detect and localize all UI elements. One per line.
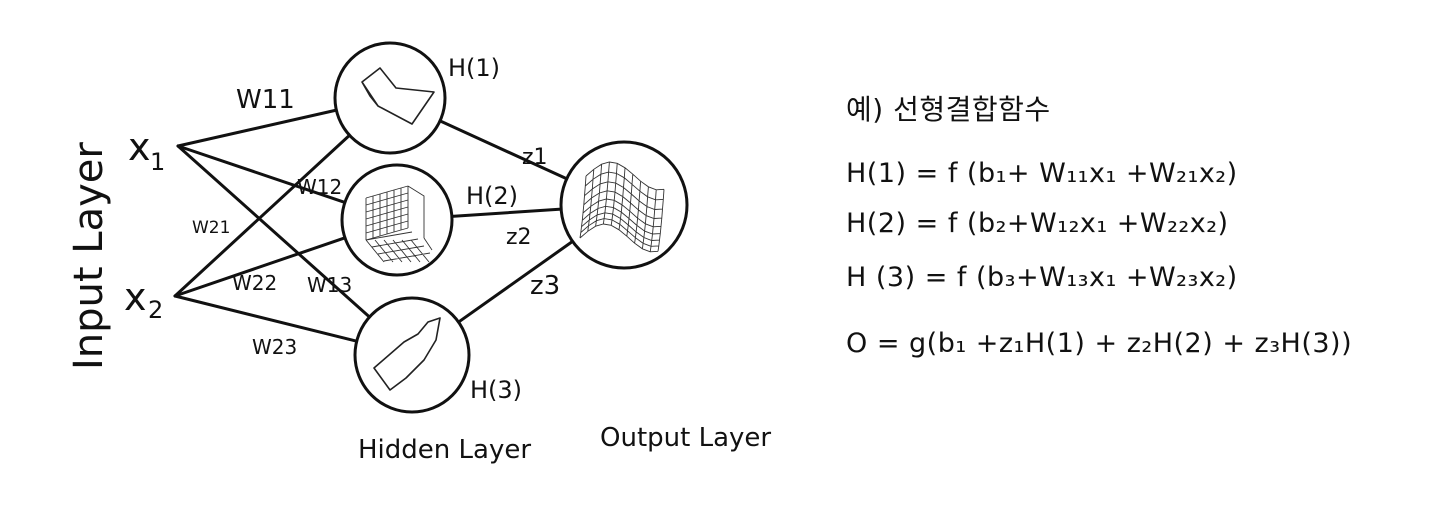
- weight-label-w23: W23: [252, 335, 297, 359]
- mesh-lines: [579, 161, 665, 253]
- edge-h3-o: [457, 239, 575, 324]
- edge-x2-h3: [173, 294, 359, 343]
- weight-label-w12: W12: [297, 175, 342, 199]
- surface-sketch-icon: [373, 317, 441, 391]
- equation-h3: H (3) = f (b₃+W₁₃x₁ +W₂₃x₂): [846, 262, 1238, 293]
- edge-x2-h1: [173, 133, 352, 298]
- input-x1-sub: 1: [150, 148, 165, 176]
- surface-sketch-icon: [361, 67, 435, 125]
- connection-edges: [173, 108, 575, 343]
- weight-label-w21: W21: [192, 218, 230, 238]
- edge-x1-h3: [176, 144, 371, 319]
- equation-output: O = g(b₁ +z₁H(1) + z₂H(2) + z₃H(3)): [846, 328, 1353, 359]
- input-layer-label: Input Layer: [66, 142, 112, 370]
- input-x2-base: x: [124, 275, 147, 319]
- step-surface-mesh-icon: [365, 185, 433, 263]
- hidden-node-2: [340, 163, 454, 277]
- equation-h1: H(1) = f (b₁+ W₁₁x₁ +W₂₁x₂): [846, 158, 1238, 189]
- edge-x1-h1: [176, 108, 338, 148]
- input-x1-base: x: [128, 125, 151, 169]
- edge-x1-h2: [176, 144, 347, 204]
- hidden-node-2-label: H(2): [466, 182, 518, 210]
- edge-x2-h2: [173, 236, 347, 298]
- input-x1: x 1: [128, 125, 165, 176]
- input-x2-sub: 2: [148, 296, 163, 324]
- equation-title: 예) 선형결합함수: [846, 93, 1051, 126]
- weight-label-w22: W22: [232, 271, 277, 295]
- mesh-lines: [365, 185, 433, 263]
- weight-label-z1: z1: [522, 145, 548, 170]
- input-x2: x 2: [124, 275, 163, 324]
- weight-label-z2: z2: [506, 225, 532, 250]
- hidden-node-3: [353, 296, 471, 414]
- output-node: [559, 140, 689, 270]
- equation-h2: H(2) = f (b₂+W₁₂x₁ +W₂₂x₂): [846, 208, 1229, 239]
- edge-h2-o: [450, 207, 563, 218]
- wavy-surface-mesh-icon: [579, 161, 665, 253]
- hidden-node-1: [333, 41, 447, 155]
- hidden-node-1-label: H(1): [448, 54, 500, 82]
- hidden-layer-label: Hidden Layer: [358, 435, 531, 465]
- output-layer-label: Output Layer: [600, 423, 771, 453]
- hidden-node-3-label: H(3): [470, 376, 522, 404]
- weight-label-w11: W11: [236, 85, 295, 115]
- edge-h1-o: [438, 119, 569, 181]
- weight-label-w13: W13: [307, 273, 352, 297]
- weight-label-z3: z3: [530, 271, 560, 301]
